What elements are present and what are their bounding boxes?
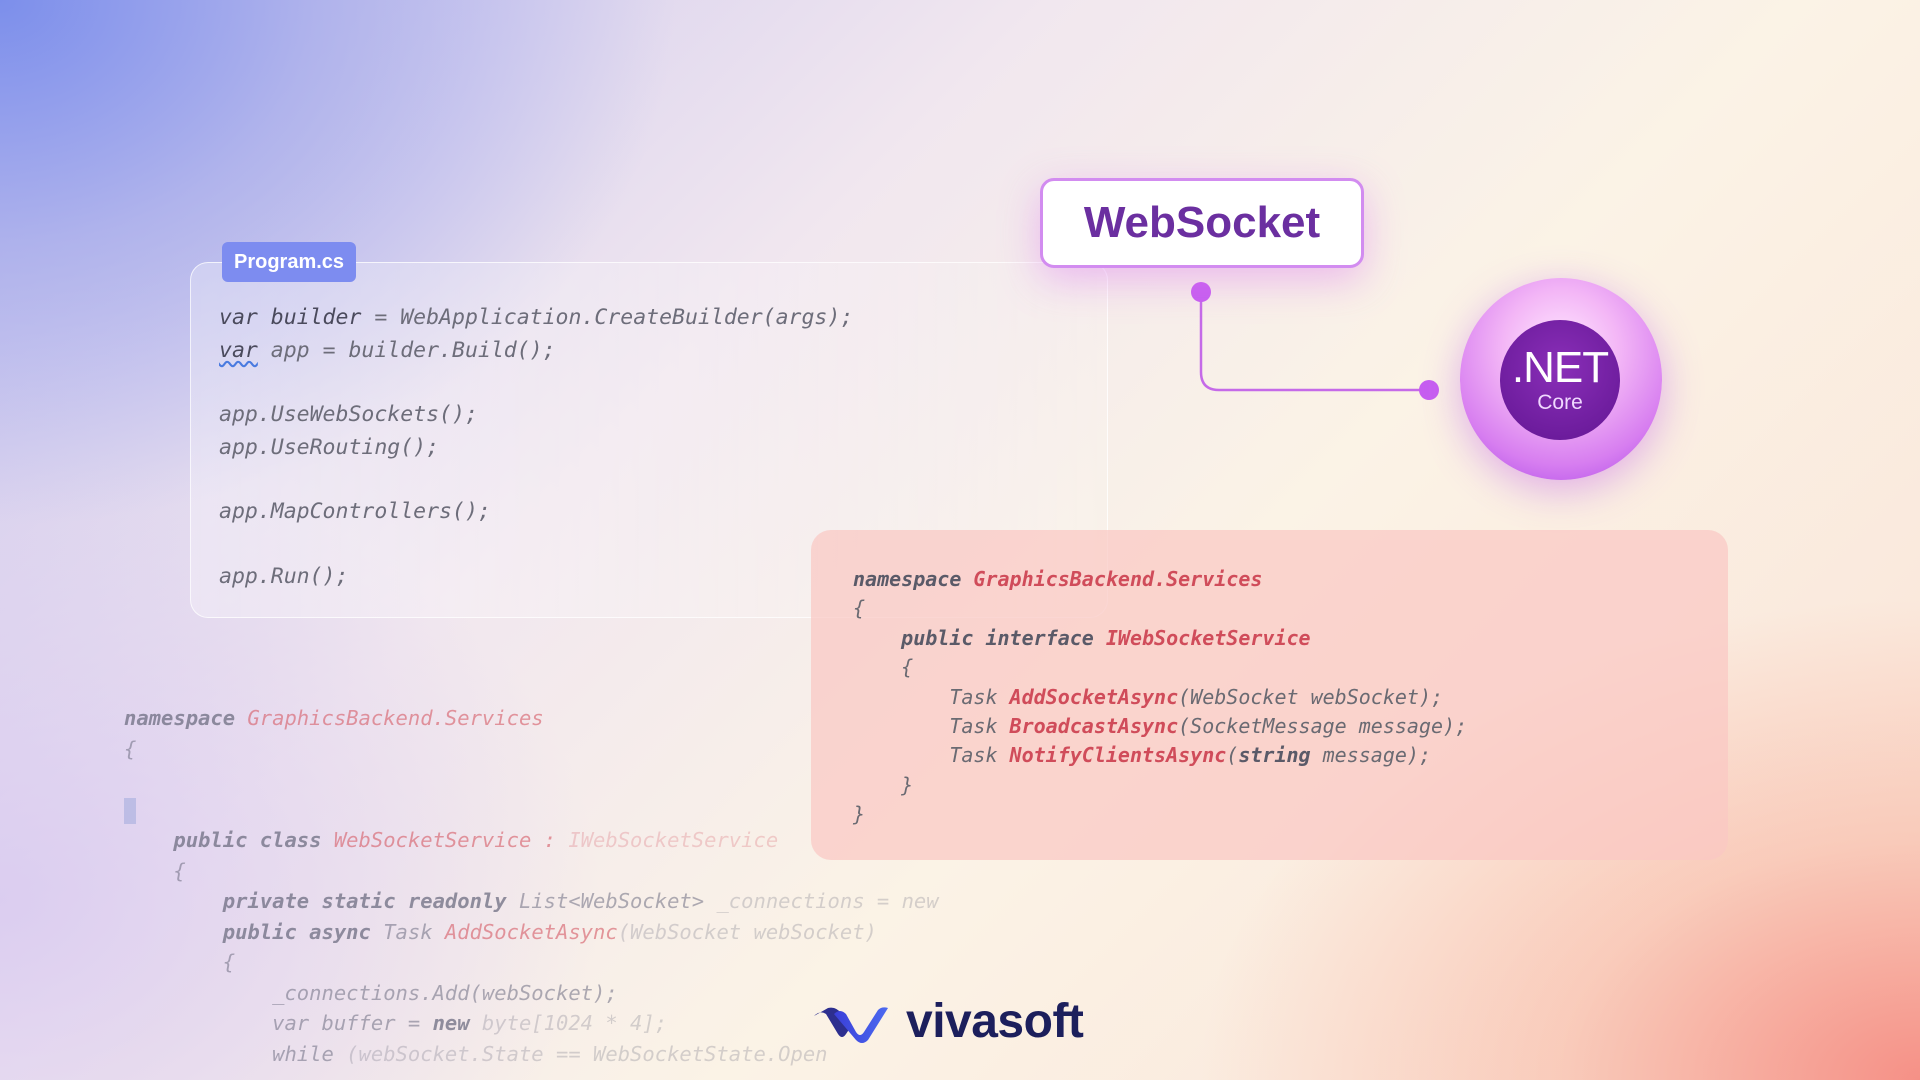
- code-line: }: [901, 772, 914, 797]
- program-cs-tag: Program.cs: [222, 242, 357, 282]
- bg-code-line: {: [222, 950, 236, 974]
- code-line: {: [901, 655, 914, 680]
- websocket-badge: WebSocket: [1040, 178, 1364, 268]
- dotnet-label: .NET: [1511, 343, 1609, 392]
- bg-code-line: while (webSocket.State == WebSocketState…: [272, 1041, 828, 1066]
- bg-code-line: namespace GraphicsBackend.Services: [124, 706, 544, 730]
- code-line: Task AddSocketAsync(WebSocket webSocket)…: [949, 684, 1444, 709]
- background-code: namespace GraphicsBackend.Services { pub…: [124, 703, 939, 1069]
- connector-dot-top: [1191, 282, 1211, 302]
- code-line: app.UseRouting();: [219, 434, 440, 460]
- text-cursor: [124, 797, 136, 824]
- code-line: {: [853, 596, 866, 621]
- code-line: Task NotifyClientsAsync(string message);: [949, 743, 1432, 768]
- interface-code: namespace GraphicsBackend.Services { pub…: [853, 565, 1467, 830]
- code-line: }: [853, 802, 866, 827]
- code-line: public interface IWebSocketService: [901, 625, 1311, 650]
- code-line: app.UseWebSockets();: [219, 402, 478, 427]
- dotnet-core-inner: .NET Core: [1500, 320, 1620, 440]
- code-line: namespace GraphicsBackend.Services: [853, 567, 1263, 591]
- interface-card: [811, 530, 1728, 860]
- bg-code-cursor-line: [124, 795, 939, 826]
- bg-code-line: var buffer = new byte[1024 * 4];: [272, 1011, 668, 1035]
- code-line: var builder = WebApplication.CreateBuild…: [219, 305, 854, 330]
- code-line: app.Run();: [219, 563, 349, 589]
- bg-code-line: {: [173, 858, 186, 883]
- core-label: Core: [1537, 391, 1583, 414]
- bg-code-line: private static readonly List<WebSocket> …: [222, 889, 939, 913]
- bg-code-line: _connections.Add(webSocket);: [272, 980, 618, 1005]
- code-line: app.MapControllers();: [219, 499, 491, 524]
- vivasoft-logo-icon: [814, 1007, 888, 1043]
- bg-code-line: public class WebSocketService : IWebSock…: [173, 828, 779, 852]
- code-line: Task BroadcastAsync(SocketMessage messag…: [949, 713, 1468, 738]
- code-line: var app = builder.Build();: [219, 337, 556, 363]
- bg-code-line: {: [124, 736, 137, 761]
- dotnet-core-logo: .NET Core: [1460, 278, 1662, 480]
- program-cs-code: var builder = WebApplication.CreateBuild…: [219, 302, 853, 593]
- vivasoft-wordmark: vivasoft: [906, 995, 1084, 1048]
- bg-code-line: public async Task AddSocketAsync(WebSock…: [222, 919, 877, 944]
- connector-dot-right: [1419, 380, 1439, 400]
